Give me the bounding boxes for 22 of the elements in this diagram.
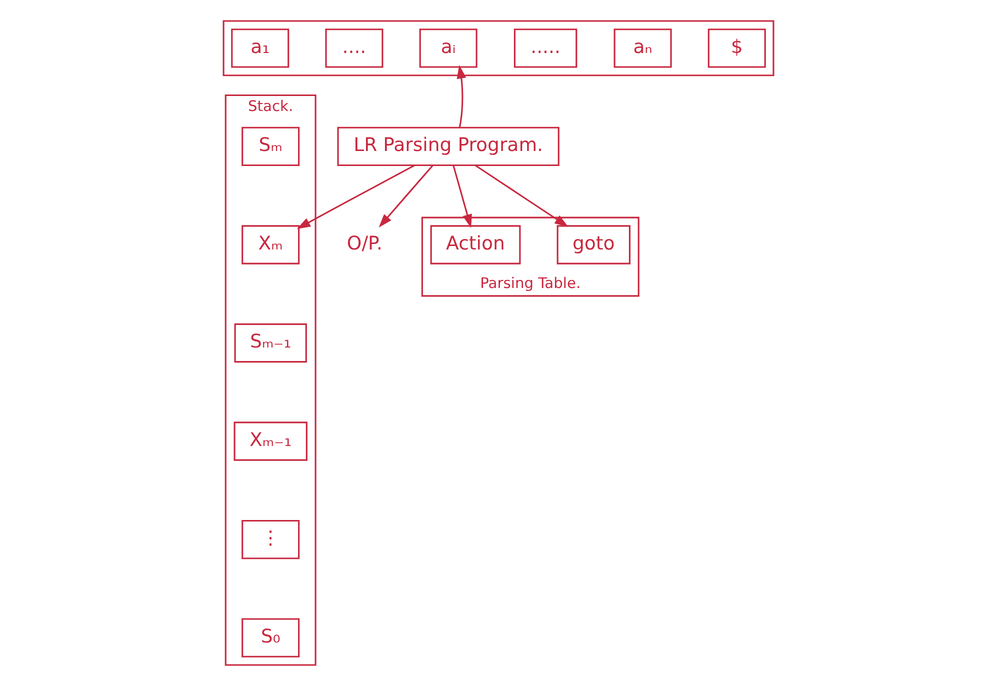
node-box: aᵢ: [419, 28, 478, 68]
arrow: [296, 164, 416, 229]
node-box: S₀: [242, 618, 300, 658]
node-box: ....: [325, 28, 384, 68]
node-box: LR Parsing Program.: [337, 126, 560, 166]
arrow: [474, 164, 568, 227]
node-box: ⋮: [242, 520, 300, 560]
node-box: .....: [514, 28, 578, 68]
node-box: Sₘ: [242, 126, 300, 166]
node-box: Xₘ: [242, 225, 300, 264]
arrow: [452, 165, 472, 228]
node-box: goto: [556, 225, 630, 264]
node-box: a₁: [231, 28, 290, 68]
node-text: O/P.: [346, 233, 382, 254]
node-box: Xₘ₋₁: [234, 422, 308, 461]
arrow: [456, 64, 466, 128]
cluster: [222, 20, 774, 76]
node-box: Sₘ₋₁: [234, 323, 307, 363]
arrow: [378, 165, 434, 228]
node-box: Action: [430, 225, 521, 264]
node-box: $: [708, 28, 766, 68]
node-box: aₙ: [614, 28, 672, 68]
